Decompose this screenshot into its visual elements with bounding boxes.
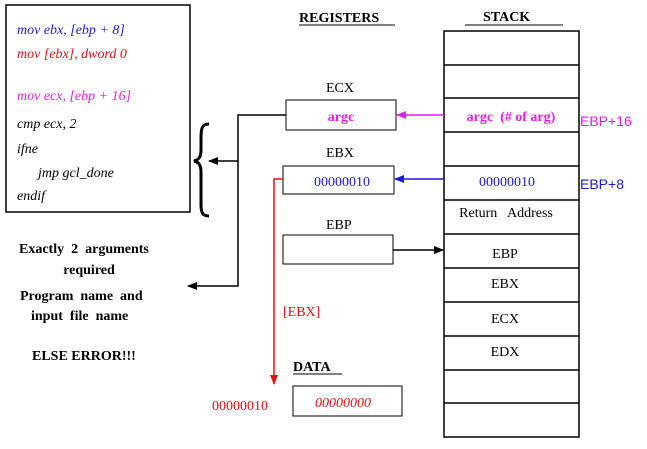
data-header: DATA [293,360,331,375]
stack-cell-return-address: Return Address [459,206,553,221]
stack: argc (# of arg) 00000010 Return Address … [443,30,580,438]
stack-cell-ebp: EBP [492,247,518,262]
code-line-6: jmp gcl_done [36,166,114,181]
note-line-3: Program name and [20,289,143,304]
offset-ebp-16: EBP+16 [580,113,632,129]
code-box-border [5,4,191,213]
ebx-pointer-arrow [270,178,283,385]
code-line-7: endif [17,189,47,204]
ecx-value: argc [328,110,354,125]
ebp-register [282,234,394,265]
code-line-2: mov [ebx], dword 0 [17,47,127,62]
stack-cell-ebx-value: 00000010 [479,175,535,190]
registers-header: REGISTERS [299,11,379,26]
ebx-label: EBX [326,146,354,161]
brace-icon [193,122,210,218]
code-line-4: cmp ecx, 2 [17,117,76,132]
code-line-5: ifne [17,142,38,157]
note-line-4: input file name [31,309,128,324]
code-line-3: mov ecx, [ebp + 16] [17,89,131,104]
stack-header: STACK [483,10,530,25]
stack-cell-argc: argc (# of arg) [467,110,556,125]
note-line-5: ELSE ERROR!!! [32,349,136,364]
ecx-label: ECX [326,81,354,96]
ebx-pointer-label: [EBX] [283,305,320,320]
code-line-1: mov ebx, [ebp + 8] [17,23,125,38]
stack-cell-edx: EDX [491,345,520,360]
ecx-compare-arrow [208,114,286,165]
code-box: mov ebx, [ebp + 8] mov [ebx], dword 0 mo… [5,4,191,213]
offset-ebp-8: EBP+8 [580,176,624,192]
data-cell [292,385,403,417]
ecx-register [285,99,397,131]
ebp-label: EBP [326,218,352,233]
data-address: 00000010 [212,399,268,414]
note-line-2: required [63,263,115,278]
notes-arrow [187,161,239,290]
stack-cell-ecx: ECX [491,312,519,327]
ebx-value: 00000010 [314,175,370,190]
stack-cell-ebx: EBX [491,277,519,292]
ebx-register [282,165,395,195]
note-line-1: Exactly 2 arguments [19,242,149,257]
data-value: 00000000 [315,396,371,411]
